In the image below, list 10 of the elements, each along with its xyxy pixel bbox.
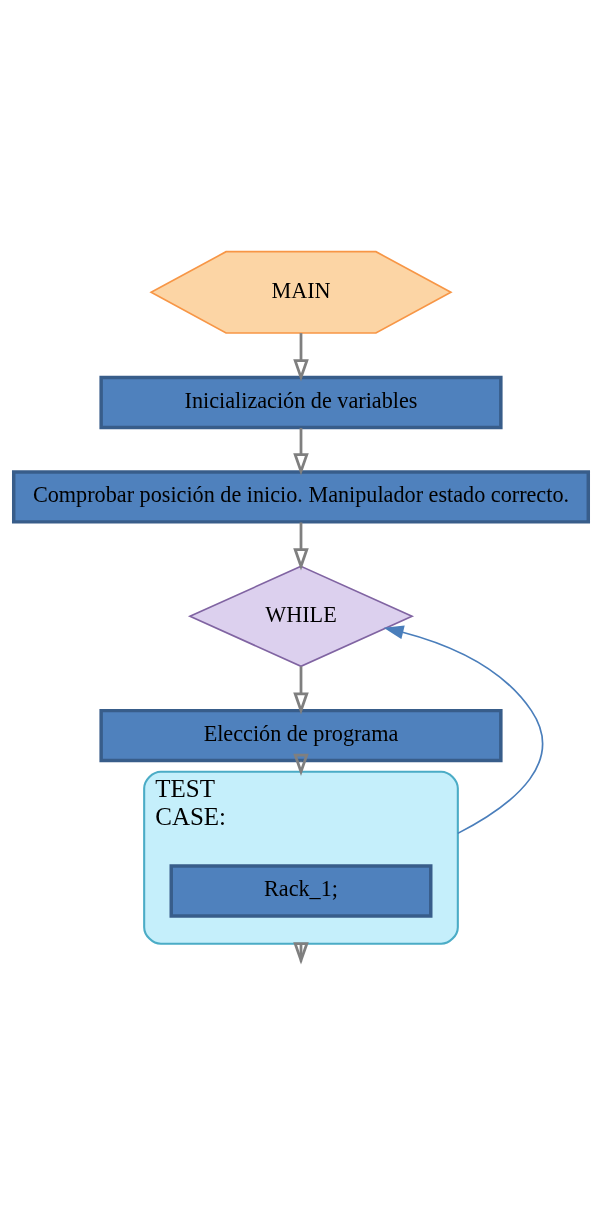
node-box: Comprobar posición de inicio. Manipulador estado correcto. <box>12 470 590 524</box>
arrow <box>293 333 309 382</box>
arrow <box>293 428 309 476</box>
node-box: Inicialización de variables <box>99 375 503 430</box>
node-box: Rack_1; <box>169 864 433 918</box>
arrow <box>383 625 544 835</box>
arrow <box>293 666 309 715</box>
arrow <box>293 753 309 776</box>
arrow <box>293 522 309 571</box>
node-diamond: WHILE <box>187 565 415 668</box>
